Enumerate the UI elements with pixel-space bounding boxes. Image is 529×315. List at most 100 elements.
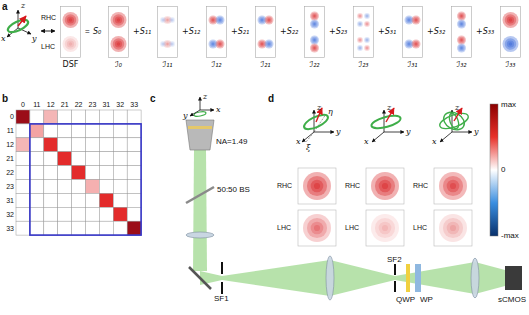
image-frame bbox=[158, 7, 178, 58]
matrix-cell bbox=[72, 221, 86, 235]
matrix-cell bbox=[99, 138, 113, 152]
matrix-cell bbox=[16, 138, 30, 152]
intensity-blob bbox=[216, 16, 225, 25]
axis-label-box: η bbox=[328, 108, 333, 116]
intensity-blob bbox=[260, 42, 264, 46]
image-drawing bbox=[108, 6, 129, 58]
stokes-coefficient-box: +S₂₂ bbox=[280, 28, 298, 36]
intensity-blob bbox=[311, 13, 317, 19]
intensity-blob bbox=[459, 46, 463, 50]
axis-label-box: z bbox=[387, 104, 391, 112]
matrix-cell bbox=[99, 207, 113, 221]
psf-image bbox=[366, 210, 404, 246]
small-label: 11 bbox=[7, 127, 14, 134]
matrix-cell bbox=[44, 221, 58, 235]
submatrix-frame bbox=[30, 124, 141, 235]
intensity-blob bbox=[509, 18, 513, 22]
small-label: RHC bbox=[413, 182, 428, 189]
matrix-cell bbox=[99, 152, 113, 166]
intensity-blob bbox=[357, 37, 363, 43]
intensity-blob bbox=[217, 17, 223, 23]
intensity-blob bbox=[212, 19, 214, 21]
intensity-blob bbox=[359, 23, 360, 24]
axis-label: y bbox=[406, 128, 411, 136]
intensity-blob bbox=[169, 41, 175, 47]
panel-letter: c bbox=[150, 94, 156, 104]
intensity-blob bbox=[69, 42, 73, 46]
intensity-blob bbox=[457, 20, 466, 29]
image-frame bbox=[452, 7, 472, 58]
intensity-blob bbox=[413, 41, 419, 47]
basis-image-label: ℐ₁₂ bbox=[205, 61, 228, 69]
matrix-cell bbox=[86, 152, 100, 166]
component-label: -max bbox=[501, 232, 519, 240]
intensity-blob bbox=[458, 45, 464, 51]
basis-image-label: ℐ₂₁ bbox=[254, 61, 277, 69]
matrix-cell bbox=[113, 166, 127, 180]
stokes-coefficient: +S₂₂ bbox=[280, 28, 298, 36]
basis-image-label: ℐ₀ bbox=[107, 61, 130, 69]
intensity-blob bbox=[357, 13, 363, 19]
intensity-blob bbox=[69, 18, 73, 22]
image-frame bbox=[207, 7, 227, 58]
intensity-blob bbox=[307, 176, 327, 196]
small-label: 21 bbox=[61, 101, 69, 108]
intensity-blob bbox=[366, 15, 367, 16]
matrix-cell bbox=[30, 207, 44, 221]
intensity-blob bbox=[268, 19, 270, 21]
intensity-blob bbox=[406, 17, 412, 23]
objective-lens bbox=[186, 120, 214, 150]
intensity-blob bbox=[171, 19, 172, 20]
intensity-blob bbox=[359, 39, 362, 42]
component-label-box: sCMOS bbox=[498, 296, 526, 304]
intensity-blob bbox=[375, 176, 395, 196]
small-label: RHC bbox=[345, 182, 360, 189]
intensity-blob bbox=[382, 225, 388, 231]
intensity-blob bbox=[366, 39, 367, 40]
small-label: 31 bbox=[6, 197, 14, 204]
image-drawing bbox=[206, 6, 227, 58]
axis-label: x bbox=[296, 138, 301, 146]
small-label-box: 31 bbox=[102, 101, 110, 108]
panel-letter: a bbox=[2, 2, 8, 12]
matrix-cell bbox=[113, 138, 127, 152]
image-frame bbox=[501, 7, 521, 58]
intensity-blob bbox=[312, 14, 316, 18]
intensity-blob bbox=[375, 218, 395, 238]
small-label-box: 21 bbox=[61, 101, 69, 108]
small-label-box: 0 bbox=[10, 113, 14, 120]
matrix-cell bbox=[113, 180, 127, 194]
intensity-blob bbox=[312, 46, 316, 50]
small-label: 31 bbox=[102, 101, 110, 108]
intensity-blob bbox=[210, 17, 216, 23]
intensity-blob bbox=[171, 43, 172, 44]
intensity-blob bbox=[439, 214, 467, 242]
small-label-box: 11 bbox=[7, 127, 14, 134]
objective-band bbox=[188, 126, 212, 129]
intensity-blob bbox=[211, 18, 215, 22]
intensity-blob bbox=[267, 18, 271, 22]
intensity-blob bbox=[314, 225, 320, 231]
intensity-blob bbox=[366, 47, 367, 48]
small-label: 11 bbox=[33, 101, 40, 108]
arrow-line bbox=[200, 97, 201, 110]
intensity-blob bbox=[366, 47, 369, 50]
matrix-cell bbox=[127, 110, 141, 124]
intensity-blob bbox=[407, 42, 411, 46]
axis-label-box: y bbox=[32, 35, 37, 43]
matrix-cell bbox=[16, 193, 30, 207]
matrix-cell bbox=[99, 166, 113, 180]
panel-letter-box: a bbox=[2, 2, 8, 12]
small-label: 0 bbox=[10, 113, 14, 120]
intensity-blob bbox=[259, 41, 265, 47]
intensity-blob bbox=[443, 176, 463, 196]
component-label: QWP bbox=[396, 296, 415, 304]
matrix-cell bbox=[30, 221, 44, 235]
intensity-blob bbox=[311, 180, 324, 193]
intensity-blob bbox=[364, 37, 370, 43]
small-label: 23 bbox=[89, 101, 97, 108]
intensity-blob bbox=[406, 41, 412, 47]
intensity-blob bbox=[507, 16, 514, 23]
matrix-cell bbox=[86, 221, 100, 235]
stokes-image-panel: ℐ₁₂ bbox=[205, 6, 228, 69]
